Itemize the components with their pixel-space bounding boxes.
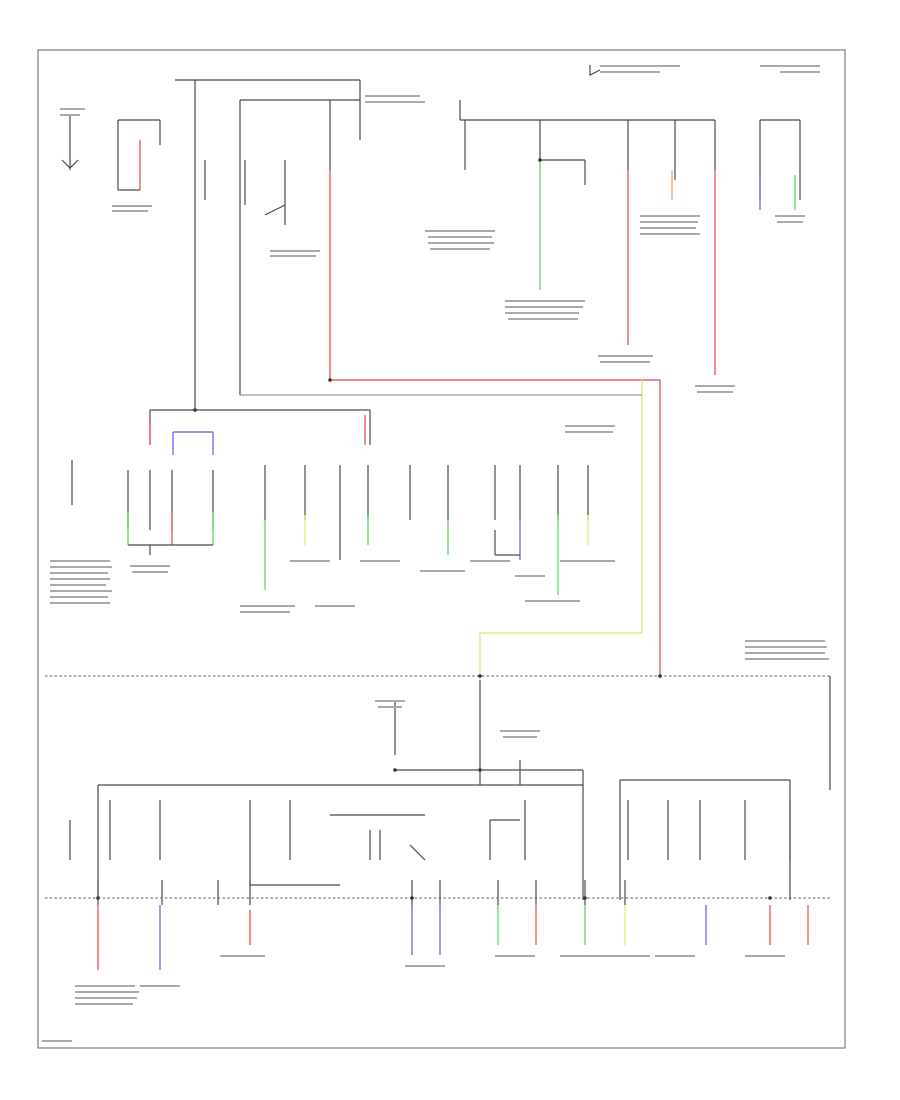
top-right-fuse-block (459, 65, 801, 375)
junction-dots (96, 158, 772, 900)
component-label-marks (42, 65, 829, 1042)
yellow-trunk-wire (479, 380, 643, 680)
lower-fuse-block (45, 676, 831, 905)
top-left-fuse-group (61, 79, 661, 670)
middle-fuse-row (71, 409, 589, 595)
diagram-border (37, 49, 846, 1049)
lower-colored-leads (97, 905, 809, 970)
